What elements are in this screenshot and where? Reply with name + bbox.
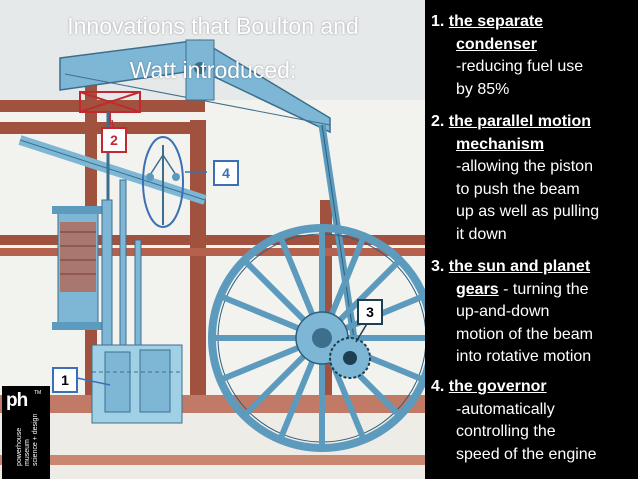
logo-mark: ph <box>6 390 28 411</box>
list-item-sun-and-planet: 3. the sun and planet gears - turning th… <box>431 256 636 369</box>
item-number: 2. <box>431 113 445 130</box>
item-description: controlling the <box>456 423 556 440</box>
innovations-list-panel: 1. the separate condenser -reducing fuel… <box>425 0 638 479</box>
item-number: 4. <box>431 378 445 395</box>
item-heading: the parallel motion <box>448 113 592 130</box>
item-heading: condenser <box>456 35 537 53</box>
slide-title: Innovations that Boulton and Watt introd… <box>18 4 408 92</box>
list-item-governor: 4. the governor -automatically controlli… <box>431 376 636 466</box>
list-item-condenser: 1. the separate condenser -reducing fuel… <box>431 11 636 101</box>
title-line-1: Innovations that Boulton and <box>67 13 359 39</box>
item-heading: the governor <box>448 378 547 395</box>
callout-4: 4 <box>213 160 239 186</box>
callout-2: 2 <box>101 127 127 153</box>
item-description: speed of the engine <box>456 445 597 463</box>
steam-engine-illustration <box>0 0 425 479</box>
item-description: -reducing fuel use <box>456 58 584 75</box>
flywheel <box>208 224 425 452</box>
item-heading: gears <box>456 280 499 298</box>
item-description: to push the beam <box>456 180 580 198</box>
callout-3: 3 <box>357 299 383 325</box>
title-line-2: Watt introduced: <box>129 57 297 83</box>
item-description: up-and-down <box>456 303 550 320</box>
item-heading: the sun and planet <box>448 258 591 275</box>
item-description: - turning the <box>498 280 589 298</box>
powerhouse-museum-logo: ph TM powerhouse museum science + design <box>2 386 50 479</box>
item-description: by 85% <box>456 80 510 98</box>
item-description: motion of the beam <box>456 325 593 343</box>
list-item-parallel-motion: 2. the parallel motion mechanism -allowi… <box>431 111 636 246</box>
item-number: 1. <box>431 13 445 30</box>
item-heading: the separate <box>448 13 544 30</box>
callout-1: 1 <box>52 367 78 393</box>
item-description: -allowing the piston <box>456 158 593 175</box>
item-description: up as well as pulling <box>456 203 600 220</box>
item-description: into rotative motion <box>456 348 592 365</box>
logo-trademark: TM <box>34 390 42 396</box>
logo-vertical-text: powerhouse museum science + design <box>16 413 39 466</box>
item-heading: mechanism <box>456 135 545 153</box>
item-description: it down <box>456 225 507 243</box>
item-number: 3. <box>431 258 445 275</box>
item-description: -automatically <box>456 400 555 418</box>
